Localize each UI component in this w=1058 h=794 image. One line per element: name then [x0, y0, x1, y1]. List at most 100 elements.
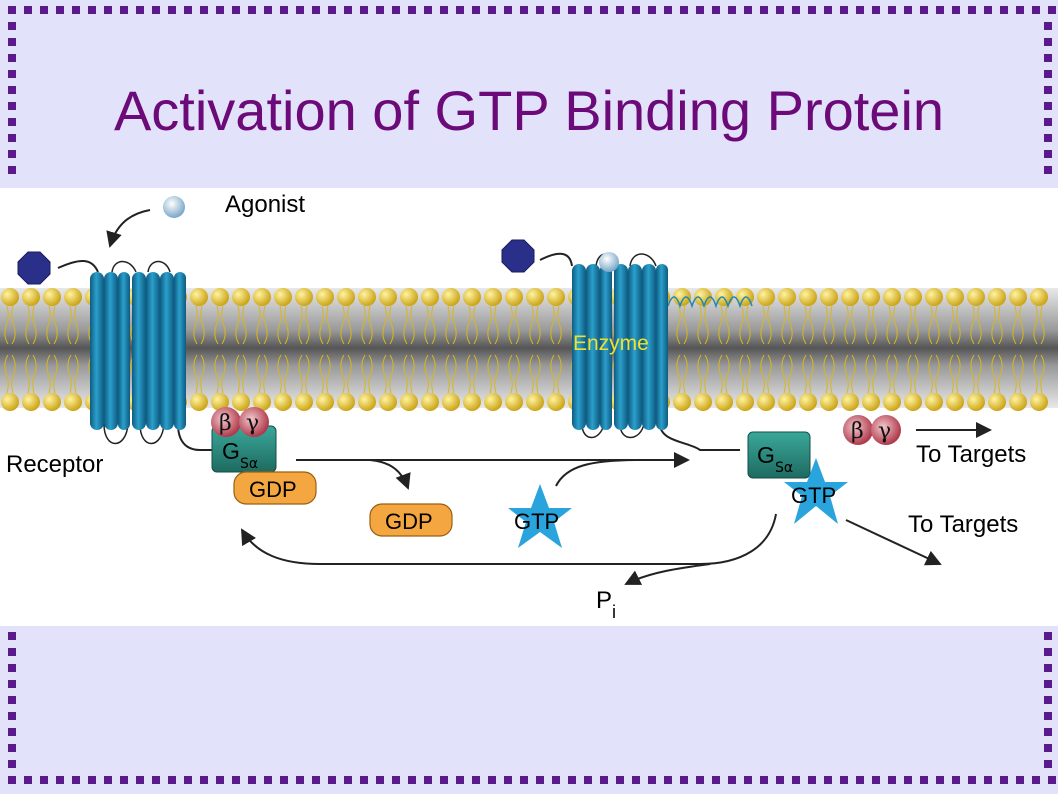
lipid-head: [883, 288, 901, 306]
border-dot: [8, 648, 16, 656]
border-dot: [88, 776, 96, 784]
lipid-tail: [235, 305, 240, 345]
lipid-tail: [557, 354, 562, 394]
lipid-tail: [788, 305, 793, 345]
lipid-head: [295, 288, 313, 306]
lipid-head: [799, 288, 817, 306]
lipid-head: [946, 288, 964, 306]
border-dot: [648, 6, 656, 14]
lipid-tail: [823, 354, 828, 394]
border-dot: [504, 6, 512, 14]
border-dot: [8, 6, 16, 14]
lipid-tail: [683, 354, 688, 394]
lipid-head: [757, 393, 775, 411]
border-dot: [264, 776, 272, 784]
border-dot: [1044, 744, 1052, 752]
border-dot: [1032, 6, 1040, 14]
lipid-head: [505, 393, 523, 411]
border-dot: [200, 776, 208, 784]
lipid-head: [862, 393, 880, 411]
border-dot: [440, 776, 448, 784]
lipid-tail: [452, 354, 457, 394]
lipid-head: [526, 288, 544, 306]
lipid-tail: [536, 354, 541, 394]
border-dot: [904, 6, 912, 14]
border-dot: [360, 6, 368, 14]
border-dot: [840, 6, 848, 14]
svg-text:γ: γ: [878, 419, 891, 444]
border-dot: [840, 776, 848, 784]
agonist-molecule-icon: [163, 196, 185, 218]
border-dot: [568, 6, 576, 14]
border-dot: [72, 6, 80, 14]
border-dot: [216, 6, 224, 14]
border-dot: [136, 6, 144, 14]
lipid-head: [400, 393, 418, 411]
g-alpha-active-label: G: [757, 442, 775, 468]
lipid-tail: [473, 305, 478, 345]
lipid-tail: [970, 354, 975, 394]
border-dot: [200, 6, 208, 14]
border-dot: [680, 776, 688, 784]
released-beta-gamma: β γ: [843, 415, 901, 445]
border-dot: [1044, 760, 1052, 768]
lipid-head: [484, 288, 502, 306]
lipid-tail: [851, 305, 856, 345]
lipid-tail: [515, 354, 520, 394]
lipid-tail: [746, 305, 751, 345]
border-dot: [216, 776, 224, 784]
lipid-head: [547, 288, 565, 306]
lipid-tail: [53, 305, 58, 345]
lipid-tail: [788, 354, 793, 394]
border-dot: [360, 776, 368, 784]
border-dot: [536, 776, 544, 784]
lipid-head: [442, 288, 460, 306]
lipid-tail: [851, 354, 856, 394]
lipid-tail: [305, 305, 310, 345]
border-dot: [952, 776, 960, 784]
lipid-head: [463, 288, 481, 306]
border-dot: [424, 776, 432, 784]
lipid-tail: [886, 305, 891, 345]
border-dot: [936, 6, 944, 14]
lipid-head: [841, 393, 859, 411]
lipid-head: [22, 393, 40, 411]
lipid-tail: [193, 354, 198, 394]
bound-agonist-icon: [599, 252, 619, 272]
lipid-tail: [319, 305, 324, 345]
lipid-head: [904, 393, 922, 411]
lipid-head: [694, 393, 712, 411]
border-dot: [744, 776, 752, 784]
lipid-head: [736, 393, 754, 411]
lipid-tail: [11, 305, 16, 345]
lipid-head: [400, 288, 418, 306]
border-dot: [1044, 696, 1052, 704]
border-dot: [936, 776, 944, 784]
border-dot: [1044, 22, 1052, 30]
border-dot: [792, 776, 800, 784]
lipid-tail: [382, 305, 387, 345]
border-dot: [792, 6, 800, 14]
border-dot: [312, 6, 320, 14]
lipid-tail: [557, 305, 562, 345]
lipid-tail: [550, 305, 555, 345]
lipid-head: [757, 288, 775, 306]
lipid-tail: [431, 305, 436, 345]
lipid-tail: [4, 354, 9, 394]
lipid-head: [484, 393, 502, 411]
lipid-tail: [200, 305, 205, 345]
border-dot: [184, 6, 192, 14]
lipid-tail: [781, 354, 786, 394]
border-dot: [808, 776, 816, 784]
lipid-tail: [886, 354, 891, 394]
lipid-tail: [683, 305, 688, 345]
svg-text:GTP: GTP: [791, 483, 836, 508]
border-dot: [600, 6, 608, 14]
lipid-tail: [928, 354, 933, 394]
lipid-tail: [326, 354, 331, 394]
lipid-head: [1030, 288, 1048, 306]
border-dot: [1044, 166, 1052, 174]
border-dot: [328, 776, 336, 784]
lipid-tail: [25, 305, 30, 345]
lipid-tail: [200, 354, 205, 394]
